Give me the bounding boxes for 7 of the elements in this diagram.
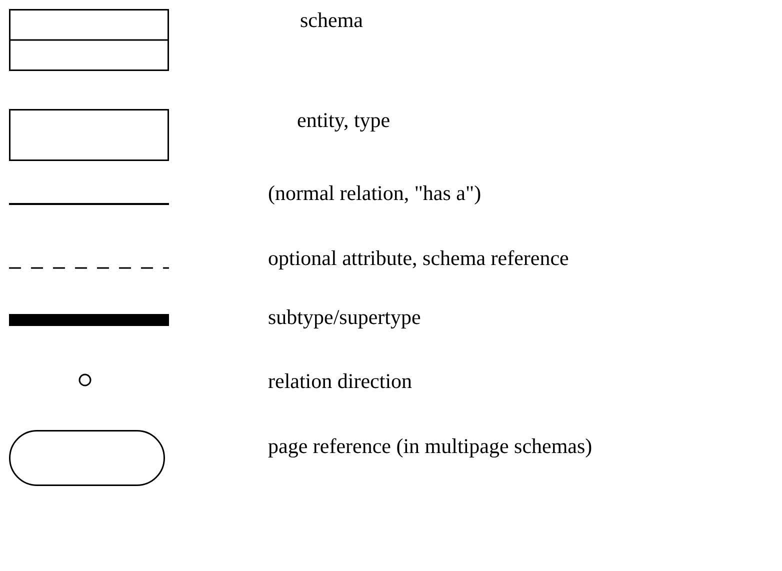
legend-label: schema <box>300 8 363 32</box>
legend-label: entity, type <box>297 108 390 132</box>
legend-label: page reference (in multipage schemas) <box>268 434 592 458</box>
legend-label: optional attribute, schema reference <box>268 246 569 270</box>
legend-label: (normal relation, "has a") <box>268 181 482 205</box>
legend-label: subtype/supertype <box>268 305 421 329</box>
legend-label: relation direction <box>268 369 412 393</box>
